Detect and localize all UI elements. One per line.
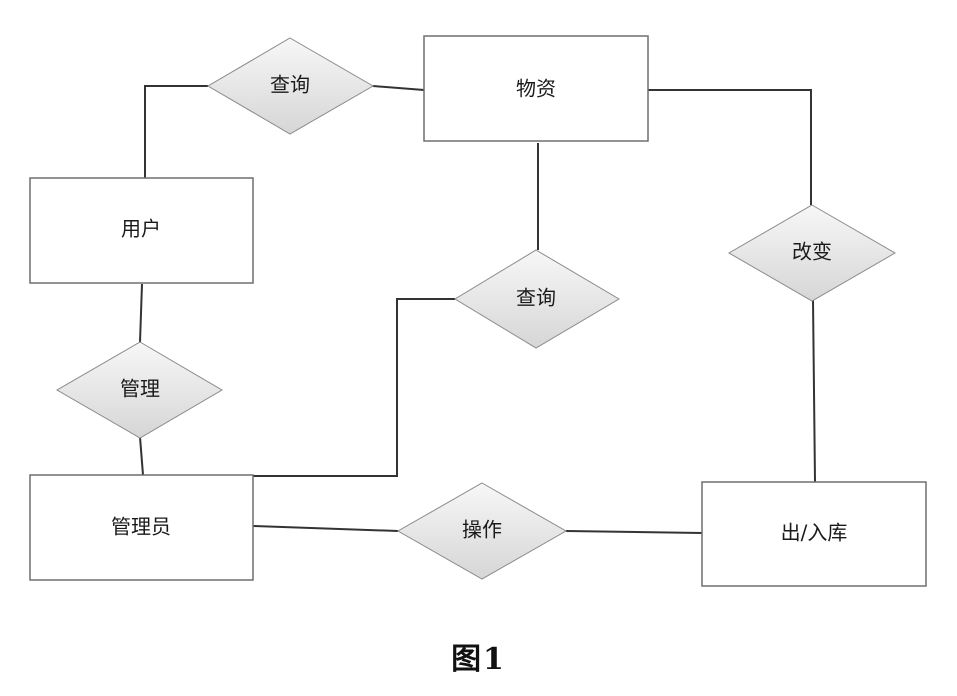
connector-manage-admin <box>139 436 144 476</box>
relationship-query-top-label: 查询 <box>270 73 310 97</box>
connector-change-inout <box>812 299 816 483</box>
figure-caption: 图1 <box>451 642 506 677</box>
connector-admin-operate <box>252 525 399 532</box>
relationship-query-mid-label: 查询 <box>516 286 556 310</box>
connector-operate-inout <box>565 530 703 534</box>
entity-inout: 出/入库 <box>701 481 927 587</box>
entity-inout-label: 出/入库 <box>781 521 848 545</box>
connectors <box>139 85 816 534</box>
entity-goods-label: 物资 <box>516 77 556 101</box>
entity-admin-label: 管理员 <box>111 515 171 539</box>
relationship-change-label: 改变 <box>792 240 832 264</box>
relationship-query-mid: 查询 <box>454 249 620 349</box>
relationship-operate: 操作 <box>396 482 568 580</box>
relationship-manage-label: 管理 <box>120 377 160 401</box>
entity-goods: 物资 <box>423 35 649 142</box>
relationship-query-top: 查询 <box>207 37 374 135</box>
relationship-operate-label: 操作 <box>462 518 502 542</box>
connector-goods-change <box>648 89 812 205</box>
connector-query-mid-admin <box>253 298 455 477</box>
connector-user-manage <box>139 283 143 343</box>
relationship-change: 改变 <box>728 204 896 302</box>
relationship-manage: 管理 <box>56 341 223 439</box>
connector-user-query-top <box>144 85 208 178</box>
entity-admin: 管理员 <box>29 474 254 581</box>
entity-user: 用户 <box>29 177 254 284</box>
connector-query-top-goods <box>372 85 425 91</box>
entity-user-label: 用户 <box>121 217 161 241</box>
